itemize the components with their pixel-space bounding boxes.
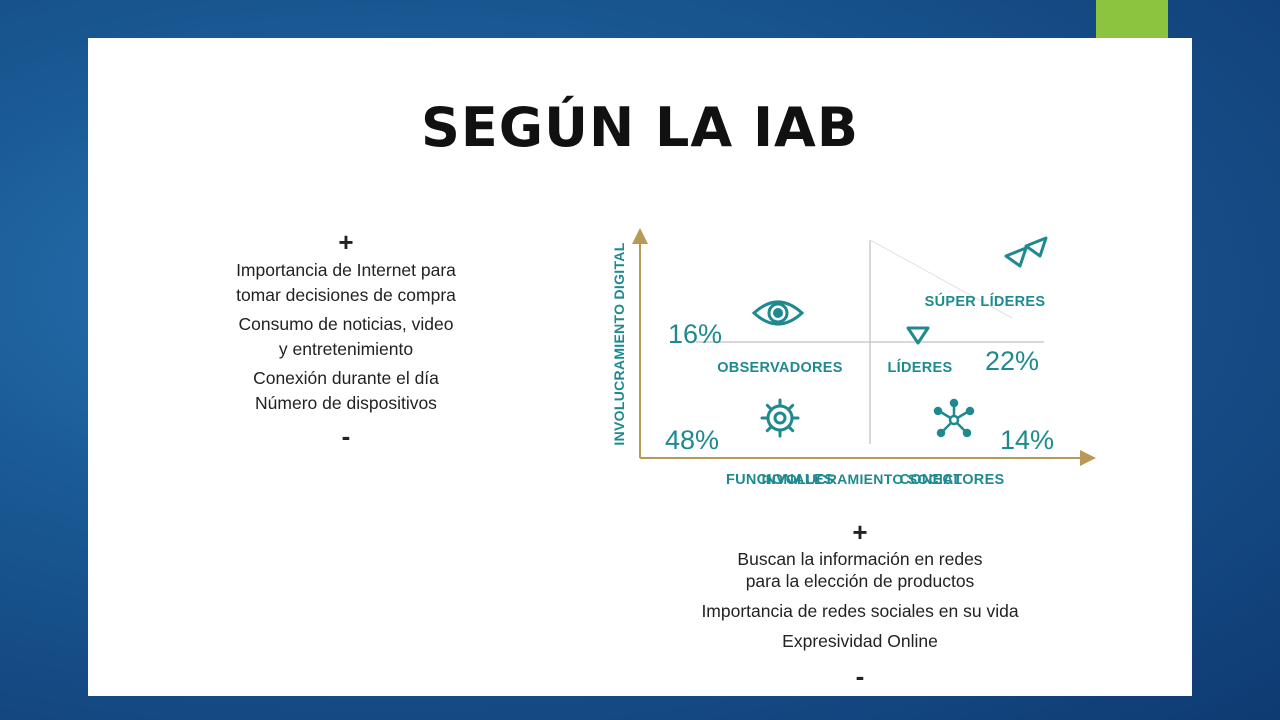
super-leaders-divider — [869, 239, 1013, 319]
iab-quadrant-diagram: INVOLUCRAMIENTO DIGITAL INVOLUCRAMIENTO … — [611, 228, 1096, 488]
lideres-percent: 22% — [985, 346, 1039, 376]
y-axis-label: INVOLUCRAMIENTO DIGITAL — [611, 242, 627, 445]
factor-group: Consumo de noticias, video y entretenimi… — [188, 312, 504, 362]
plus-sign: + — [338, 227, 354, 257]
minus-sign: - — [855, 661, 865, 691]
factor-line: tomar decisiones de compra — [236, 285, 456, 305]
factor-group: Conexión durante el día Número de dispos… — [188, 366, 504, 416]
factor-line: Expresividad Online — [782, 631, 938, 651]
eye-icon — [751, 300, 805, 326]
plus-sign: + — [852, 517, 868, 547]
accent-square — [1096, 0, 1168, 38]
observadores-percent: 16% — [668, 319, 722, 349]
funcionales-percent: 48% — [665, 425, 719, 455]
factor-group: Expresividad Online — [648, 630, 1072, 652]
slide-title: SEGÚN LA IAB — [421, 96, 859, 159]
slide-content: SEGÚN LA IAB + Importancia de Internet p… — [88, 38, 1192, 696]
factor-line: Importancia de Internet para — [236, 260, 456, 280]
network-icon — [933, 398, 975, 438]
factor-line: para la elección de productos — [745, 571, 975, 591]
factor-group: Importancia de Internet para tomar decis… — [188, 258, 504, 308]
factor-line: Buscan la información en redes — [737, 549, 983, 569]
triangle-icon — [906, 326, 930, 345]
conectores-label: CONECTORES — [899, 472, 1004, 488]
double-triangle-icon — [1004, 236, 1048, 268]
factor-group: Buscan la información en redes para la e… — [648, 548, 1072, 592]
x-axis-label: INVOLUCRAMIENTO SOCIAL — [762, 471, 963, 487]
digital-involvement-factors: + Importancia de Internet para tomar dec… — [188, 226, 504, 452]
super-lideres-label: SÚPER LÍDERES — [925, 292, 1046, 310]
minus-sign: - — [341, 421, 351, 451]
factor-line: Consumo de noticias, video — [238, 314, 454, 334]
factor-line: Número de dispositivos — [255, 393, 437, 413]
conectores-percent: 14% — [1000, 425, 1054, 455]
factor-group: Importancia de redes sociales en su vida — [648, 600, 1072, 622]
funcionales-label: FUNCIONALES — [726, 472, 834, 488]
factor-line: Importancia de redes sociales en su vida — [701, 601, 1019, 621]
observadores-label: OBSERVADORES — [717, 360, 843, 376]
social-involvement-factors: + Buscan la información en redes para la… — [648, 516, 1072, 692]
lideres-label: LÍDERES — [888, 359, 953, 376]
factor-line: Conexión durante el día — [253, 368, 439, 388]
factor-line: y entretenimiento — [278, 339, 414, 359]
gear-icon — [760, 398, 800, 438]
